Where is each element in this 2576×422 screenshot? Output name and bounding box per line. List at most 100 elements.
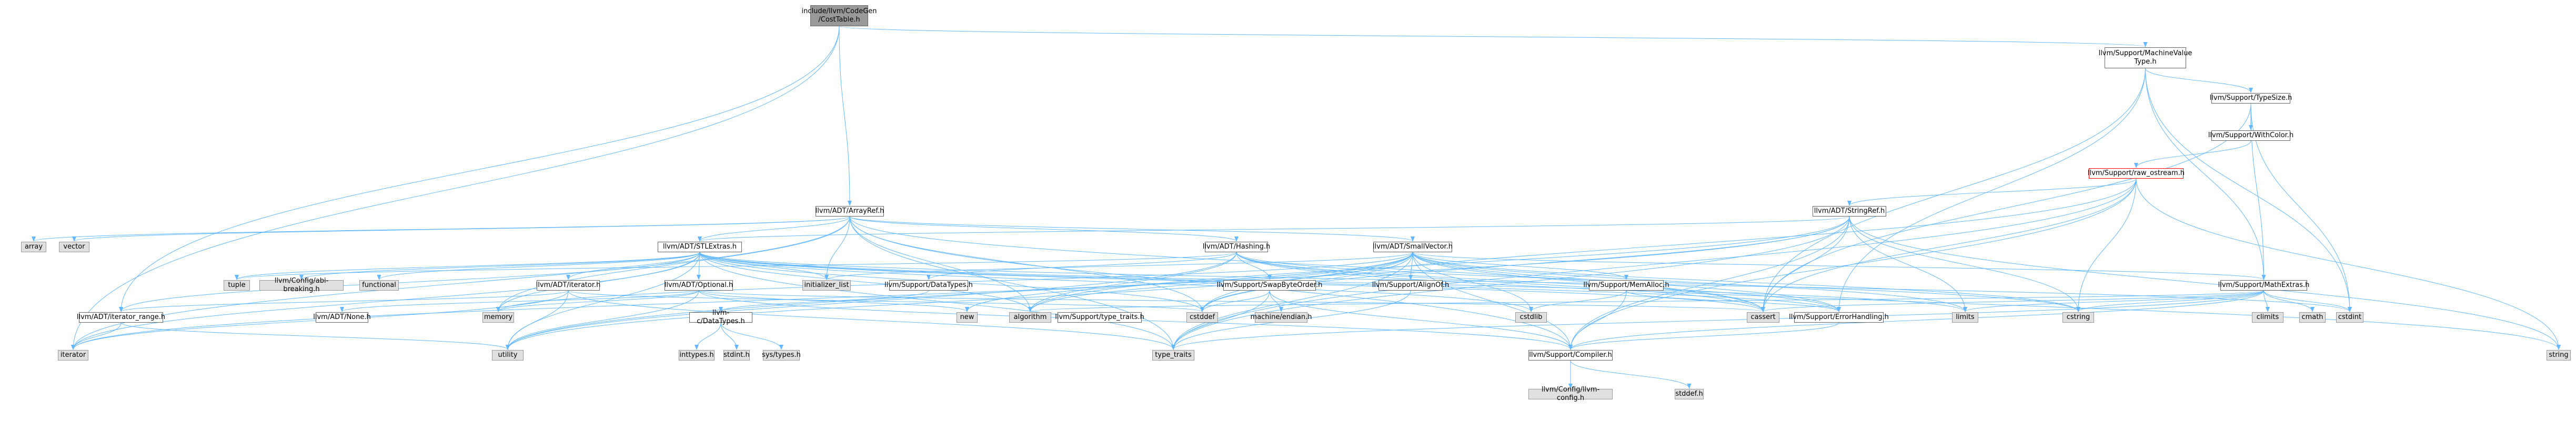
edge-optional-to-cassert xyxy=(698,290,1765,312)
edge-smallvector-to-type_traits xyxy=(1171,252,1413,350)
edge-hashing-to-datatypes xyxy=(927,252,1237,280)
node-string: string xyxy=(2547,350,2571,361)
edge-arrayref-to-cassert xyxy=(849,216,1765,312)
node-llvm-support-machinevaluetype-h[interactable]: llvm/Support/MachineValue Type.h xyxy=(2099,47,2192,68)
edge-optional-to-new xyxy=(698,290,969,312)
node-llvm-adt-none-h[interactable]: llvm/ADT/None.h xyxy=(313,312,371,323)
edge-cdatatypes-to-inttypes xyxy=(695,322,721,350)
edge-arrayref-to-vector xyxy=(72,216,850,242)
edge-smallvector-to-alignof xyxy=(1408,252,1413,280)
node-llvm-adt-arrayref-h[interactable]: llvm/ADT/ArrayRef.h xyxy=(816,206,884,217)
node-llvm-support-compiler-h[interactable]: llvm/Support/Compiler.h xyxy=(1528,350,1613,361)
edge-smallvector-to-memalloc xyxy=(1412,252,1628,280)
node-utility: utility xyxy=(492,350,524,361)
node-include-llvm-codegen-costtable-h[interactable]: include/llvm/CodeGen /CostTable.h xyxy=(801,5,877,26)
node-llvm-adt-iterator-h[interactable]: llvm/ADT/iterator.h xyxy=(536,280,600,291)
node-llvm-adt-smallvector-h[interactable]: llvm/ADT/SmallVector.h xyxy=(1373,242,1453,252)
edge-root-to-arrayref xyxy=(839,26,852,206)
node-limits: limits xyxy=(1952,312,1978,323)
edge-stlextras-to-algorithm xyxy=(699,252,1032,312)
edge-swapbyte-to-compiler xyxy=(1269,290,1573,350)
edge-stlextras-to-cfgabi xyxy=(299,252,700,280)
node-llvm-c-datatypes-h[interactable]: llvm-c/DataTypes.h xyxy=(689,309,752,325)
node-llvm-adt-hashing-h[interactable]: llvm/ADT/Hashing.h xyxy=(1203,242,1270,252)
edge-mathextras-to-algorithm xyxy=(1029,290,2264,312)
edge-typesize-to-cassert xyxy=(1761,103,2251,312)
edge-stringref-to-stlextras xyxy=(698,216,1850,242)
edge-swapbyte-to-machendian xyxy=(1269,290,1283,312)
edge-rawostream-to-stringref xyxy=(1847,178,2137,206)
edge-root-to-iterrange xyxy=(119,26,840,312)
edge-arrayref-to-stlextras xyxy=(698,216,850,242)
edge-stlextras-to-cstdint xyxy=(699,252,2352,312)
edge-smallvector-to-compiler xyxy=(1412,252,1573,350)
edge-iterator_h-to-utility xyxy=(506,290,569,350)
edge-arrayref-to-memory xyxy=(496,216,850,312)
node-llvm-support-typesize-h[interactable]: llvm/Support/TypeSize.h xyxy=(2210,93,2292,104)
edge-mathextras-to-limits xyxy=(1963,290,2264,312)
edge-rawostream-to-string xyxy=(2136,178,2561,350)
edge-swapbyte-to-type_traits xyxy=(1171,290,1270,350)
edge-memalloc-to-cstdlib xyxy=(1529,290,1627,312)
edge-mathextras-to-cassert xyxy=(1761,290,2264,312)
edge-hashing-to-tuple xyxy=(235,252,1237,280)
node-llvm-support-withcolor-h[interactable]: llvm/Support/WithColor.h xyxy=(2208,130,2293,141)
edge-errhandling-to-compiler xyxy=(1568,322,1839,350)
node-functional: functional xyxy=(359,280,399,291)
edge-stringref-to-cassert xyxy=(1761,216,1850,312)
edge-arrayref-to-iterator_sys xyxy=(71,216,850,350)
node-llvm-config-abi-breaking-h: llvm/Config/abi-breaking.h xyxy=(259,277,344,293)
node-llvm-support-datatypes-h[interactable]: llvm/Support/DataTypes.h xyxy=(884,280,973,291)
edge-root-to-iterator_sys xyxy=(71,26,840,350)
edge-mathextras-to-cmath xyxy=(2263,290,2315,312)
node-llvm-adt-iterator-range-h[interactable]: llvm/ADT/iterator_range.h xyxy=(77,312,165,323)
edge-mvt-to-typesize xyxy=(2145,68,2253,93)
edge-smallvector-to-limits xyxy=(1412,252,1967,312)
edge-mathextras-to-cstring xyxy=(2076,290,2264,312)
node-cstdlib: cstdlib xyxy=(1515,312,1547,323)
edge-root-to-mvt xyxy=(839,26,2147,47)
node-stdint-h: stdint.h xyxy=(723,350,750,361)
edge-mathextras-to-cstdint xyxy=(2263,290,2352,312)
node-llvm-support-raw-ostream-h[interactable]: llvm/Support/raw_ostream.h xyxy=(2088,168,2185,179)
node-iterator: iterator xyxy=(58,350,88,361)
node-llvm-adt-stringref-h[interactable]: llvm/ADT/StringRef.h xyxy=(1813,206,1886,217)
node-llvm-support-alignof-h[interactable]: llvm/Support/AlignOf.h xyxy=(1372,280,1449,291)
edge-smallvector-to-new xyxy=(965,252,1413,312)
edge-stlextras-to-functional xyxy=(377,252,700,280)
edge-rawostream-to-cassert xyxy=(1761,178,2137,312)
node-algorithm: algorithm xyxy=(1009,312,1051,323)
node-climits: climits xyxy=(2252,312,2283,323)
node-memory: memory xyxy=(482,312,514,323)
edge-stringref-to-limits xyxy=(1849,216,1967,312)
node-llvm-adt-optional-h[interactable]: llvm/ADT/Optional.h xyxy=(665,280,733,291)
node-llvm-config-llvm-config-h: llvm/Config/llvm-config.h xyxy=(1528,386,1613,402)
node-inttypes-h: inttypes.h xyxy=(679,350,715,361)
edge-stringref-to-string xyxy=(1849,216,2561,350)
node-llvm-support-errorhandling-h[interactable]: llvm/Support/ErrorHandling.h xyxy=(1789,312,1889,323)
node-llvm-support-memalloc-h[interactable]: llvm/Support/MemAlloc.h xyxy=(1583,280,1669,291)
edge-iterrange-to-utility xyxy=(120,322,510,350)
edge-smallvector-to-cstdlib xyxy=(1412,252,1533,312)
node-llvm-support-swapbyteorder-h[interactable]: llvm/Support/SwapByteOrder.h xyxy=(1217,280,1322,291)
edge-iterator_h-to-cstddef xyxy=(568,290,1204,312)
node-cmath: cmath xyxy=(2299,312,2326,323)
edge-iterator_h-to-type_traits xyxy=(568,290,1175,350)
node-vector: vector xyxy=(59,242,89,252)
edge-iterrange-to-iterator_sys xyxy=(71,322,122,350)
edge-memalloc-to-compiler xyxy=(1568,290,1627,350)
edge-mathextras-to-type_traits xyxy=(1171,290,2264,350)
edge-stlextras-to-limits xyxy=(699,252,1967,312)
node-cstring: cstring xyxy=(2062,312,2094,323)
edge-smallvector-to-algorithm xyxy=(1028,252,1413,312)
node-llvm-support-type-traits-h[interactable]: llvm/Support/type_traits.h xyxy=(1055,312,1144,323)
node-llvm-adt-stlextras-h[interactable]: llvm/ADT/STLExtras.h xyxy=(658,242,742,252)
node-machine-endian-h: machine/endian.h xyxy=(1251,312,1312,323)
node-sys-types-h: sys/types.h xyxy=(762,350,801,361)
edge-smallvector-to-initlist xyxy=(824,252,1413,280)
edge-stringref-to-utility xyxy=(506,216,1850,350)
edge-smallvector-to-cstring xyxy=(1412,252,2080,312)
node-llvm-support-mathextras-h[interactable]: llvm/Support/MathExtras.h xyxy=(2218,280,2309,291)
edge-stlextras-to-cstdlib xyxy=(699,252,1533,312)
edge-arrayref-to-array xyxy=(32,216,850,242)
